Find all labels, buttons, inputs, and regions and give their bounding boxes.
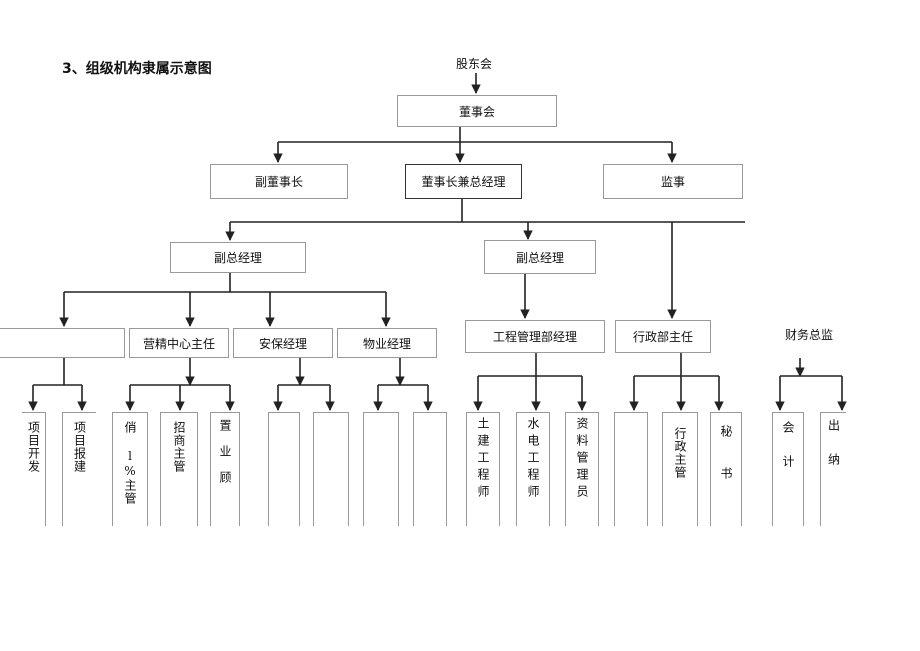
node-deputy-gm-right: 副总经理 — [484, 240, 596, 274]
leaf-label: 俏 l%主管 — [123, 421, 137, 505]
leaf-property-empty-1 — [363, 412, 399, 526]
leaf-label: 行政主管 — [673, 427, 687, 479]
leaf-label: 土建工程师 — [476, 417, 490, 502]
leaf-label: 项目开发 — [26, 421, 41, 473]
leaf-civil-engineer: 土建工程师 — [466, 412, 500, 526]
leaf-property-empty-2 — [413, 412, 447, 526]
node-admin-director: 行政部主任 — [615, 320, 711, 353]
leaf-label: 水电工程师 — [526, 417, 540, 502]
leaf-label: 招商主管 — [172, 421, 186, 473]
node-deputy-gm-left: 副总经理 — [170, 242, 306, 273]
node-security-manager: 安保经理 — [233, 328, 333, 358]
page-title: 3、组级机构隶属示意图 — [62, 61, 212, 77]
leaf-secretary: 秘书 — [710, 412, 742, 526]
leaf-admin-empty — [614, 412, 648, 526]
leaf-label: 出纳 — [826, 419, 841, 487]
leaf-admin-supervisor: 行政主管 — [662, 412, 698, 526]
node-finance-director: 财务总监 — [784, 327, 833, 342]
leaf-project-development: 项目开发 — [22, 412, 46, 526]
leaf-accountant: 会计 — [772, 412, 804, 526]
node-chairman-gm: 董事长兼总经理 — [405, 164, 522, 199]
leaf-security-empty-1 — [268, 412, 300, 526]
leaf-document-manager: 资料管理员 — [565, 412, 599, 526]
leaf-investment-supervisor: 招商主管 — [160, 412, 198, 526]
node-unnamed-manager — [0, 328, 125, 358]
leaf-label: 项目报建 — [72, 421, 87, 473]
leaf-security-empty-2 — [313, 412, 349, 526]
leaf-label: 秘书 — [719, 425, 733, 509]
leaf-property-consultant: 置业顾 — [210, 412, 240, 526]
node-shareholders: 股东会 — [456, 57, 493, 71]
leaf-project-approval: 项目报建 — [62, 412, 96, 526]
leaf-mep-engineer: 水电工程师 — [516, 412, 550, 526]
node-property-manager: 物业经理 — [337, 328, 437, 358]
leaf-label: 置业顾 — [218, 419, 232, 497]
node-vice-chairman: 副董事长 — [210, 164, 348, 199]
leaf-sales-supervisor: 俏 l%主管 — [112, 412, 148, 526]
leaf-label: 资料管理员 — [575, 417, 589, 502]
leaf-cashier: 出纳 — [820, 412, 846, 526]
node-supervisor: 监事 — [603, 164, 743, 199]
node-marketing-head: 营精中心主任 — [129, 328, 229, 358]
node-board: 董事会 — [397, 95, 557, 127]
leaf-label: 会计 — [781, 421, 795, 489]
node-engineering-manager: 工程管理部经理 — [465, 320, 605, 353]
